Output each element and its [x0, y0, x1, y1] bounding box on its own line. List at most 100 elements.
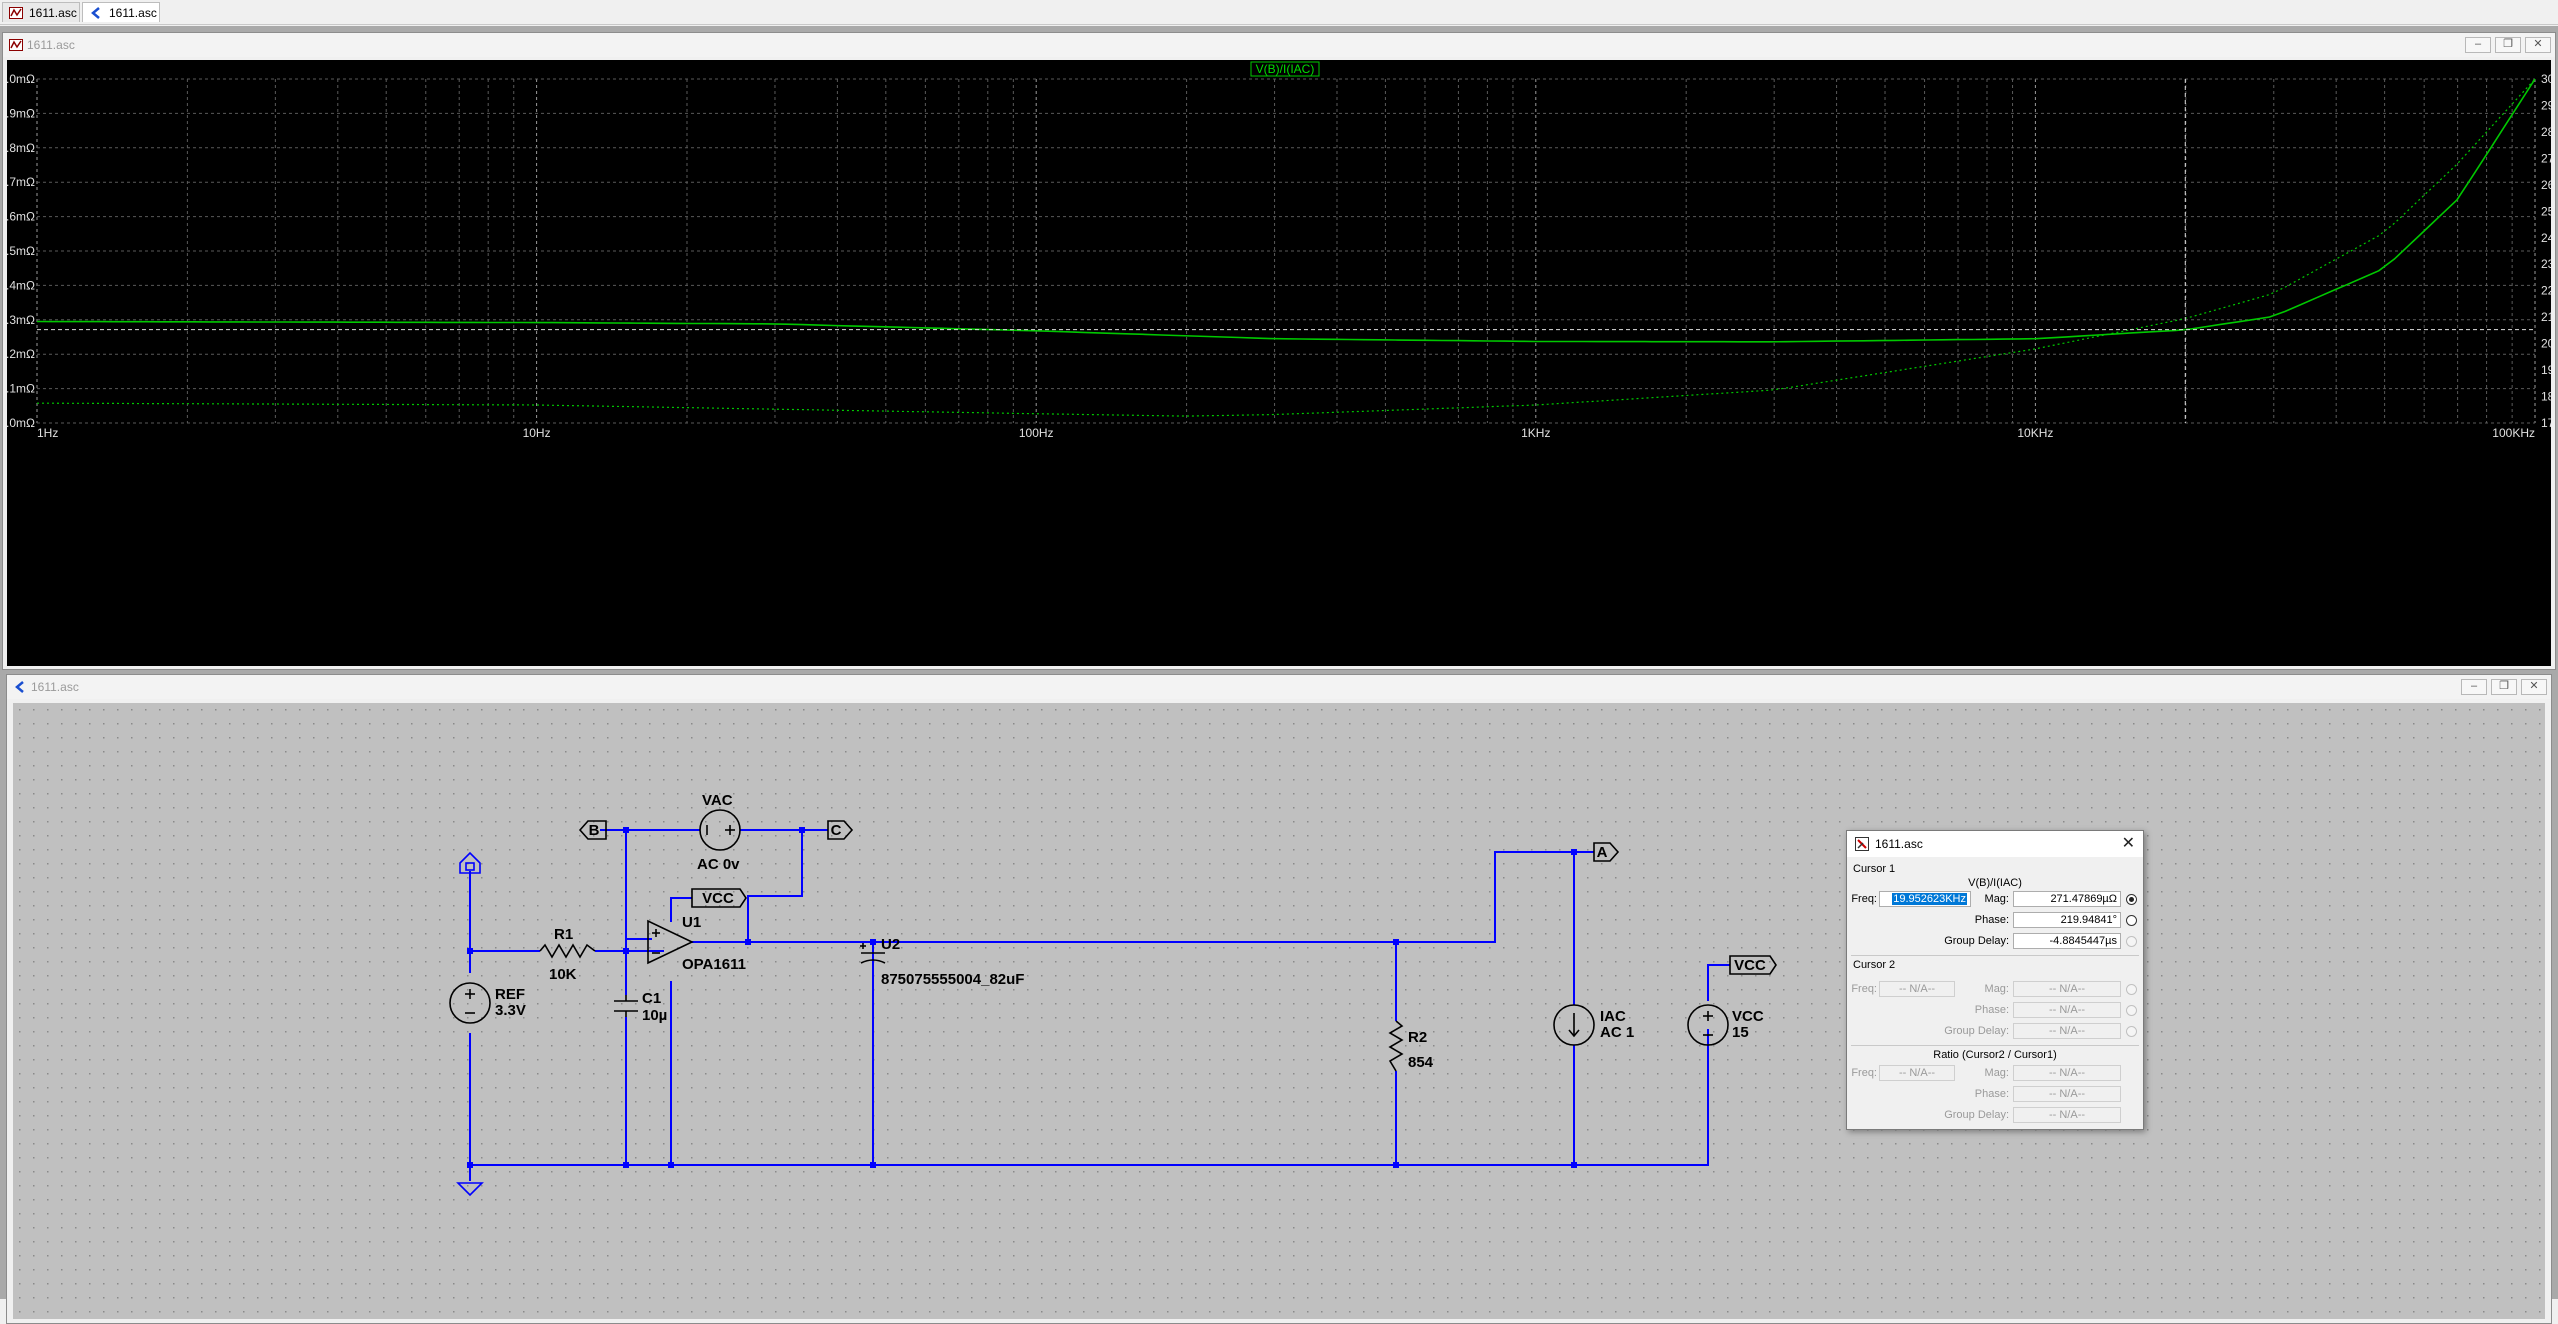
cursor1-heading: Cursor 1 — [1853, 863, 1896, 875]
u1-part: OPA1611 — [682, 956, 746, 973]
phase2-radio[interactable] — [2126, 1005, 2137, 1016]
net-label-vcc-u1: VCC — [702, 890, 734, 907]
freq2-input[interactable]: -- N/A-- — [1879, 981, 1955, 997]
y2-tick-label: 250° — [2541, 204, 2551, 218]
y2-tick-label: 270° — [2541, 151, 2551, 165]
junction-dots — [467, 827, 1577, 1168]
ratio-freq-input[interactable]: -- N/A-- — [1879, 1065, 1955, 1081]
tab-waveform[interactable]: 1611.asc — [2, 2, 80, 22]
ref-value: 3.3V — [495, 1002, 526, 1019]
c1-value: 10µ — [642, 1007, 667, 1024]
tab-schematic[interactable]: 1611.asc — [82, 2, 160, 22]
r1-resistor[interactable] — [539, 943, 596, 959]
phase-radio[interactable] — [2126, 915, 2137, 926]
vcc-voltage-source[interactable] — [1687, 1004, 1729, 1046]
x-tick-label: 100Hz — [1019, 426, 1054, 440]
net-flag-vcc-u1[interactable] — [691, 888, 747, 908]
net-flag-a[interactable] — [1593, 842, 1620, 862]
wires[interactable] — [469, 829, 1730, 1181]
schematic-canvas[interactable]: B C A VCC VCC VAC AC 0v R1 10K C1 10µ RE… — [13, 703, 2545, 1319]
group-delay-input[interactable]: -4.8845447µs — [2013, 933, 2121, 949]
net-label-a: A — [1597, 844, 1608, 861]
grid — [36, 78, 2536, 424]
close-icon[interactable]: ✕ — [2121, 835, 2135, 852]
net-flag-c[interactable] — [827, 820, 854, 840]
iac-value: AC 1 — [1600, 1024, 1634, 1041]
trace-label-box[interactable]: V(B)/I(IAC) — [1250, 61, 1320, 77]
net-flag-vcc[interactable] — [1729, 955, 1777, 975]
group-delay2-label: Group Delay: — [1944, 1025, 2009, 1037]
window-titlebar[interactable]: 1611.asc – ❐ ✕ — [3, 33, 2555, 57]
y2-tick-label: 210° — [2541, 310, 2551, 324]
close-button[interactable]: ✕ — [2525, 37, 2551, 53]
y-tick-label: 1.0mΩ — [7, 72, 35, 86]
ref-net-flag[interactable] — [459, 851, 481, 874]
ratio-phase-input[interactable]: -- N/A-- — [2013, 1086, 2121, 1102]
phase2-label: Phase: — [1974, 1004, 2009, 1016]
mag-radio[interactable] — [2126, 894, 2137, 905]
ground-symbol[interactable] — [456, 1182, 484, 1197]
mag-label: Mag: — [1984, 893, 2009, 905]
c1-name: C1 — [642, 990, 661, 1007]
iac-current-source[interactable] — [1553, 1004, 1595, 1046]
mag2-input[interactable]: -- N/A-- — [2013, 981, 2121, 997]
freq-input[interactable]: 19.952623KHz — [1879, 891, 1971, 907]
trace-label[interactable]: V(B)/I(IAC) — [1256, 62, 1315, 76]
y-tick-label: 0.4mΩ — [7, 278, 35, 292]
vac-source[interactable] — [699, 809, 741, 851]
vac-name: VAC — [702, 792, 733, 809]
group-delay2-input[interactable]: -- N/A-- — [2013, 1023, 2121, 1039]
plot-background — [7, 60, 2551, 666]
magnitude-series-line — [36, 78, 2536, 343]
ratio-mag-label: Mag: — [1984, 1067, 2009, 1079]
group-delay-radio[interactable] — [2126, 936, 2137, 947]
phase-series-line — [37, 78, 2536, 417]
phase-input[interactable]: 219.94841° — [2013, 912, 2121, 928]
window-title: 1611.asc — [27, 38, 75, 52]
net-label-vcc: VCC — [1734, 957, 1766, 974]
phase2-input[interactable]: -- N/A-- — [2013, 1002, 2121, 1018]
dialog-title: 1611.asc — [1875, 837, 1923, 851]
schematic-icon — [91, 7, 100, 19]
mag2-radio[interactable] — [2126, 984, 2137, 995]
u2-part: 875075555004_82uF — [881, 971, 1024, 988]
u1-name: U1 — [682, 914, 701, 931]
schematic-window[interactable]: 1611.asc – ❐ ✕ — [6, 674, 2552, 1324]
iac-name: IAC — [1600, 1008, 1626, 1025]
canvas-grid — [13, 703, 2545, 1319]
restore-button[interactable]: ❐ — [2491, 679, 2517, 695]
cursor-dialog[interactable]: 1611.asc ✕ Cursor 1 V(B)/I(IAC) Freq: 19… — [1846, 830, 2144, 1130]
ratio-mag-input[interactable]: -- N/A-- — [2013, 1065, 2121, 1081]
document-tab-bar: 1611.asc 1611.asc — [0, 0, 2558, 25]
y-tick-label: 0.7mΩ — [7, 175, 35, 189]
ratio-group-delay-label: Group Delay: — [1944, 1109, 2009, 1121]
window-titlebar[interactable]: 1611.asc – ❐ ✕ — [7, 675, 2551, 699]
x-tick-label: 1Hz — [37, 426, 58, 440]
waveform-window[interactable]: 1611.asc – ❐ ✕ 0.0mΩ0.1mΩ0.2mΩ0.3mΩ0.4mΩ… — [2, 32, 2556, 670]
restore-button[interactable]: ❐ — [2495, 37, 2521, 53]
freq2-label: Freq: — [1851, 983, 1877, 995]
group-delay2-radio[interactable] — [2126, 1026, 2137, 1037]
c1-capacitor[interactable] — [614, 995, 638, 1017]
ref-voltage-source[interactable] — [449, 982, 491, 1024]
dialog-titlebar[interactable]: 1611.asc ✕ — [1847, 831, 2143, 857]
y-tick-label: 0.6mΩ — [7, 210, 35, 224]
r2-resistor[interactable] — [1388, 1020, 1404, 1072]
y-tick-label: 0.3mΩ — [7, 313, 35, 327]
r1-name: R1 — [554, 926, 573, 943]
y-tick-label: 0.0mΩ — [7, 416, 35, 430]
close-button[interactable]: ✕ — [2521, 679, 2547, 695]
ratio-freq-label: Freq: — [1851, 1067, 1877, 1079]
net-flag-b[interactable] — [578, 820, 607, 840]
ratio-group-delay-input[interactable]: -- N/A-- — [2013, 1107, 2121, 1123]
cursor-crosshair[interactable] — [37, 79, 2535, 423]
plot-area[interactable]: 0.0mΩ0.1mΩ0.2mΩ0.3mΩ0.4mΩ0.5mΩ0.6mΩ0.7mΩ… — [7, 60, 2551, 666]
u1-opamp[interactable] — [647, 919, 694, 965]
y2-tick-label: 260° — [2541, 178, 2551, 192]
minimize-button[interactable]: – — [2461, 679, 2487, 695]
minimize-button[interactable]: – — [2465, 37, 2491, 53]
u2-capacitor[interactable] — [860, 943, 886, 964]
y2-tick-label: 240° — [2541, 231, 2551, 245]
mag-input[interactable]: 271.47869µΩ — [2013, 891, 2121, 907]
